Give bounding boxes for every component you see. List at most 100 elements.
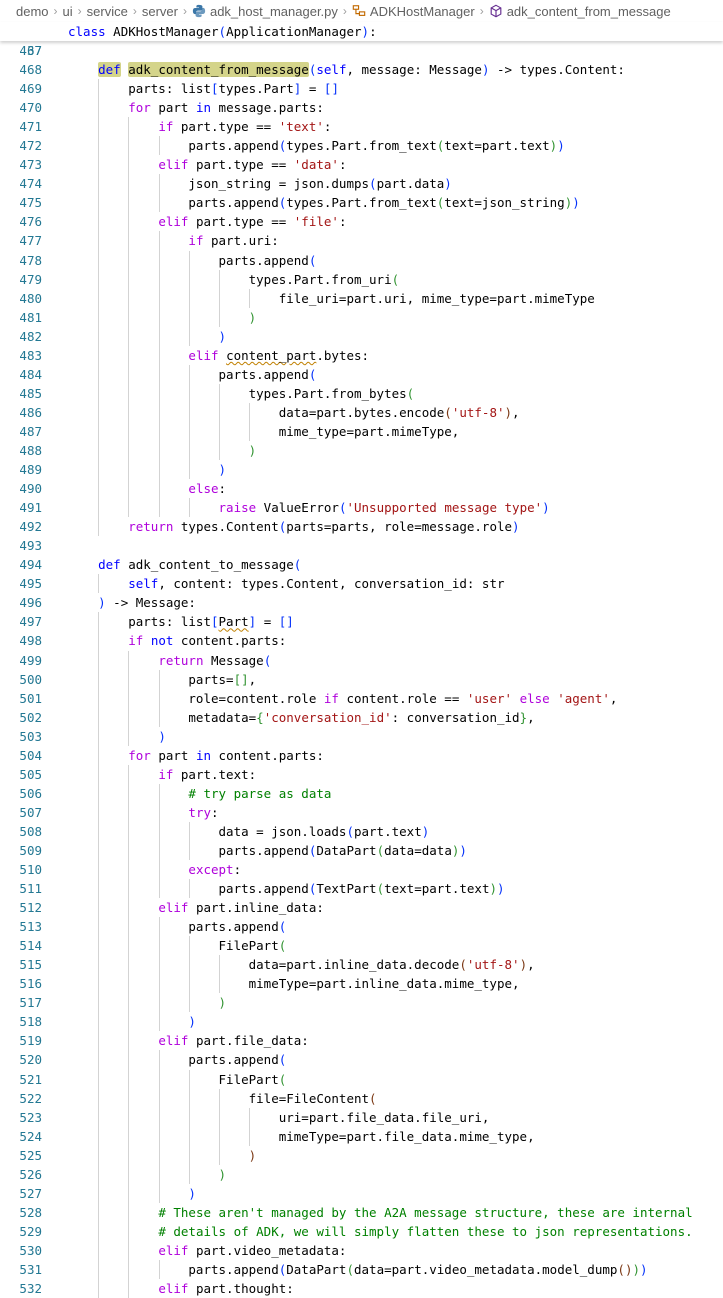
code-text[interactable]: ): [218, 995, 227, 1011]
code-line[interactable]: 499 return Message(: [0, 650, 723, 670]
code-text[interactable]: return types.Content(parts=parts, role=m…: [128, 519, 520, 535]
code-line[interactable]: 492 return types.Content(parts=parts, ro…: [0, 517, 723, 537]
code-line[interactable]: 485 types.Part.from_bytes(: [0, 383, 723, 403]
code-text[interactable]: ): [188, 1185, 196, 1201]
code-text[interactable]: if part.uri:: [188, 233, 279, 249]
breadcrumb-item[interactable]: adk_host_manager.py: [192, 4, 338, 19]
code-text[interactable]: parts.append(TextPart(text=part.text)): [68, 881, 505, 897]
code-line[interactable]: 516 mimeType=part.inline_data.mime_type,: [0, 974, 723, 994]
code-text[interactable]: ): [218, 462, 227, 478]
sticky-code[interactable]: class ADKHostManager(ApplicationManager)…: [68, 24, 377, 39]
breadcrumb-item[interactable]: adk_content_from_message: [489, 4, 671, 19]
code-line[interactable]: 474 json_string = json.dumps(part.data): [0, 174, 723, 194]
code-text[interactable]: uri=part.file_data.file_uri,: [68, 1109, 490, 1125]
code-line[interactable]: 498 if not content.parts:: [0, 631, 723, 651]
code-text[interactable]: ): [218, 1166, 227, 1182]
code-text[interactable]: data = json.loads(part.text): [68, 823, 430, 839]
code-text[interactable]: for part in content.parts:: [128, 747, 324, 763]
code-text[interactable]: for part in message.parts:: [128, 100, 324, 116]
code-line[interactable]: 475 parts.append(types.Part.from_text(te…: [0, 193, 723, 213]
code-line[interactable]: 520 parts.append(: [0, 1050, 723, 1070]
code-line[interactable]: 478 parts.append(: [0, 250, 723, 270]
code-text[interactable]: metadata={'conversation_id': conversatio…: [68, 709, 535, 725]
code-line[interactable]: 488 ): [0, 440, 723, 461]
sticky-line[interactable]: 37 class ADKHostManager(ApplicationManag…: [0, 22, 723, 58]
code-line[interactable]: 529 # details of ADK, we will simply fla…: [0, 1221, 723, 1241]
code-line[interactable]: 477 if part.uri:: [0, 231, 723, 251]
code-line[interactable]: 476 elif part.type == 'file':: [0, 212, 723, 232]
breadcrumb-item[interactable]: service: [87, 4, 128, 19]
code-line[interactable]: 504 for part in content.parts:: [0, 745, 723, 765]
code-text[interactable]: elif part.video_metadata:: [158, 1242, 347, 1258]
code-line[interactable]: 527 ): [0, 1183, 723, 1203]
code-line[interactable]: 468 def adk_content_from_message(self, m…: [0, 60, 723, 79]
code-text[interactable]: self, content: types.Content, conversati…: [128, 576, 505, 592]
code-text[interactable]: types.Part.from_uri(: [68, 271, 400, 287]
code-text[interactable]: parts: list[Part] = []: [68, 614, 294, 630]
code-text[interactable]: elif part.type == 'data':: [158, 157, 347, 173]
code-text[interactable]: parts.append(: [68, 1052, 287, 1068]
code-text[interactable]: file=FileContent(: [68, 1090, 377, 1106]
code-line[interactable]: 479 types.Part.from_uri(: [0, 269, 723, 289]
code-text[interactable]: return Message(: [158, 652, 272, 668]
code-line[interactable]: 469 parts: list[types.Part] = []: [0, 79, 723, 99]
code-text[interactable]: parts.append(: [68, 252, 317, 268]
code-text[interactable]: mimeType=part.file_data.mime_type,: [68, 1128, 535, 1144]
code-line[interactable]: 467: [0, 41, 723, 60]
code-text[interactable]: ): [248, 1147, 257, 1163]
code-line[interactable]: 515 data=part.inline_data.decode('utf-8'…: [0, 955, 723, 975]
code-text[interactable]: role=content.role if content.role == 'us…: [68, 690, 618, 706]
code-line[interactable]: 519 elif part.file_data:: [0, 1031, 723, 1051]
code-line[interactable]: 481 ): [0, 307, 723, 327]
code-text[interactable]: if part.type == 'text':: [158, 119, 332, 135]
code-text[interactable]: ): [218, 328, 227, 344]
code-line[interactable]: 486 data=part.bytes.encode('utf-8'),: [0, 402, 723, 422]
code-line[interactable]: 509 parts.append(DataPart(data=data)): [0, 840, 723, 861]
code-text[interactable]: elif content_part.bytes:: [188, 347, 370, 363]
code-line[interactable]: 506 # try parse as data: [0, 783, 723, 803]
code-text[interactable]: parts=[],: [68, 671, 257, 687]
code-text[interactable]: except:: [188, 862, 242, 878]
code-text[interactable]: elif part.inline_data:: [158, 900, 324, 916]
code-text[interactable]: ) -> Message:: [98, 595, 196, 611]
code-line[interactable]: 532 elif part.thought:: [0, 1279, 723, 1298]
code-text[interactable]: if part.text:: [158, 766, 257, 782]
breadcrumb-item[interactable]: ADKHostManager: [352, 4, 475, 19]
code-line[interactable]: 513 parts.append(: [0, 917, 723, 937]
code-line[interactable]: 473 elif part.type == 'data':: [0, 155, 723, 175]
code-line[interactable]: 487 mime_type=part.mimeType,: [0, 421, 723, 441]
code-text[interactable]: FilePart(: [68, 938, 287, 954]
code-line[interactable]: 483 elif content_part.bytes:: [0, 345, 723, 365]
code-line[interactable]: 526 ): [0, 1164, 723, 1184]
code-line[interactable]: 472 parts.append(types.Part.from_text(te…: [0, 136, 723, 156]
code-line[interactable]: 480 file_uri=part.uri, mime_type=part.mi…: [0, 288, 723, 308]
code-text[interactable]: elif part.thought:: [158, 1281, 294, 1297]
code-line[interactable]: 489 ): [0, 460, 723, 480]
code-text[interactable]: parts.append(DataPart(data=data)): [68, 842, 467, 858]
code-text[interactable]: ): [248, 442, 257, 458]
breadcrumb-item[interactable]: demo: [16, 4, 49, 19]
code-line[interactable]: 503 ): [0, 726, 723, 746]
code-line[interactable]: 482 ): [0, 326, 723, 346]
code-line[interactable]: 528 # These aren't managed by the A2A me…: [0, 1202, 723, 1222]
code-text[interactable]: raise ValueError('Unsupported message ty…: [218, 500, 550, 516]
code-text[interactable]: file_uri=part.uri, mime_type=part.mimeTy…: [68, 290, 595, 306]
code-text[interactable]: json_string = json.dumps(part.data): [68, 176, 452, 192]
code-line[interactable]: 501 role=content.role if content.role ==…: [0, 688, 723, 708]
code-line[interactable]: 525 ): [0, 1145, 723, 1165]
code-line[interactable]: 493: [0, 536, 723, 555]
code-text[interactable]: FilePart(: [68, 1071, 287, 1087]
code-text[interactable]: ): [188, 1014, 196, 1030]
code-line[interactable]: 507 try:: [0, 802, 723, 822]
code-text[interactable]: try:: [188, 804, 219, 820]
code-text[interactable]: data=part.inline_data.decode('utf-8'),: [68, 957, 535, 973]
code-line[interactable]: 484 parts.append(: [0, 364, 723, 384]
code-line[interactable]: 523 uri=part.file_data.file_uri,: [0, 1107, 723, 1127]
code-line[interactable]: 512 elif part.inline_data:: [0, 898, 723, 918]
code-line[interactable]: 510 except:: [0, 860, 723, 880]
code-text[interactable]: mimeType=part.inline_data.mime_type,: [68, 976, 520, 992]
code-line[interactable]: 521 FilePart(: [0, 1069, 723, 1089]
code-line[interactable]: 497 parts: list[Part] = []: [0, 612, 723, 632]
code-line[interactable]: 531 parts.append(DataPart(data=part.vide…: [0, 1260, 723, 1280]
